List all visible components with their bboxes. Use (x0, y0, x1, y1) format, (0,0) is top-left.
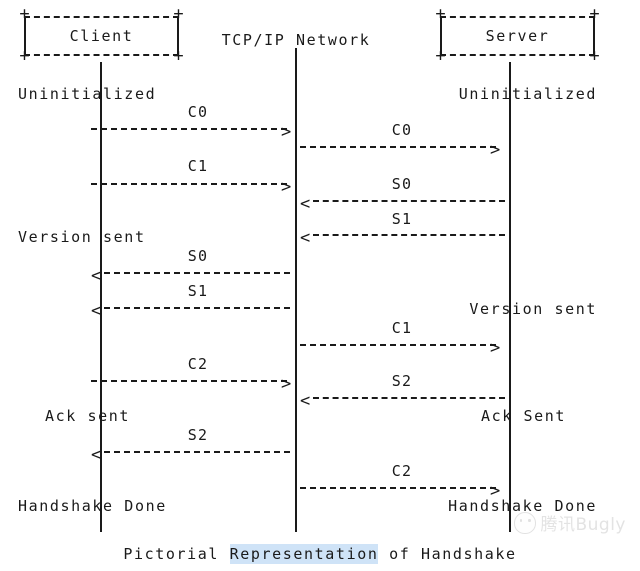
box-corner-plus-icon (435, 51, 446, 62)
participant-label-network: TCP/IP Network (221, 31, 371, 49)
participant-box-server: Server (440, 16, 595, 56)
box-corner-plus-icon (589, 9, 600, 20)
message-label-c1-network-server: C1 (391, 319, 413, 337)
message-label-s0-server-network: S0 (391, 175, 413, 193)
message-arrow-s0-server-network (313, 200, 505, 202)
box-right-edge (177, 18, 179, 54)
box-corner-plus-icon (173, 9, 184, 20)
message-arrow-c0-network-server (300, 146, 496, 148)
caption-prefix: Pictorial (123, 545, 230, 563)
message-arrow-s1-server-network (313, 234, 505, 236)
message-arrow-c2-client-network (91, 380, 287, 382)
message-label-c1-client-network: C1 (187, 157, 209, 175)
box-top-edge (24, 16, 179, 18)
state-label-client-uninitialized: Uninitialized (18, 85, 157, 103)
message-label-s2-server-network: S2 (391, 372, 413, 390)
box-corner-plus-icon (173, 51, 184, 62)
state-label-client-ack-sent: Ack sent (45, 407, 131, 425)
message-label-c0-client-network: C0 (187, 103, 209, 121)
message-label-c2-network-server: C2 (391, 462, 413, 480)
box-top-edge (440, 16, 595, 18)
box-corner-plus-icon (19, 9, 30, 20)
box-corner-plus-icon (19, 51, 30, 62)
message-arrow-s0-network-client (104, 272, 290, 274)
message-arrow-c1-network-server (300, 344, 496, 346)
box-left-edge (440, 18, 442, 54)
lifeline-network (295, 48, 297, 532)
lifeline-server (509, 62, 511, 532)
caption-suffix: of Handshake (378, 545, 517, 563)
participant-box-client: Client (24, 16, 179, 56)
participant-label-client: Client (69, 27, 134, 45)
caption-highlighted-word: Representation (229, 544, 379, 564)
box-left-edge (24, 18, 26, 54)
message-label-c2-client-network: C2 (187, 355, 209, 373)
state-label-server-handshake-done: Handshake Done (448, 497, 597, 515)
state-label-client-version-sent: Version sent (18, 228, 146, 246)
lifeline-client (100, 62, 102, 532)
diagram-caption: Pictorial Representation of Handshake (0, 544, 640, 564)
message-arrow-c2-network-server (300, 487, 496, 489)
message-label-s1-network-client: S1 (187, 282, 209, 300)
box-corner-plus-icon (435, 9, 446, 20)
state-label-server-ack-sent: Ack Sent (480, 407, 566, 425)
message-label-s1-server-network: S1 (391, 210, 413, 228)
message-label-c0-network-server: C0 (391, 121, 413, 139)
box-bottom-edge (440, 54, 595, 56)
message-arrow-c1-client-network (91, 183, 287, 185)
message-arrow-s2-network-client (104, 451, 290, 453)
message-arrow-s1-network-client (104, 307, 290, 309)
message-label-s2-network-client: S2 (187, 426, 209, 444)
box-right-edge (593, 18, 595, 54)
box-corner-plus-icon (589, 51, 600, 62)
participant-label-server: Server (485, 27, 550, 45)
state-label-client-handshake-done: Handshake Done (18, 497, 167, 515)
state-label-server-version-sent: Version sent (469, 300, 597, 318)
box-bottom-edge (24, 54, 179, 56)
message-arrow-c0-client-network (91, 128, 287, 130)
message-label-s0-network-client: S0 (187, 247, 209, 265)
message-arrow-s2-server-network (313, 397, 505, 399)
state-label-server-uninitialized: Uninitialized (458, 85, 597, 103)
